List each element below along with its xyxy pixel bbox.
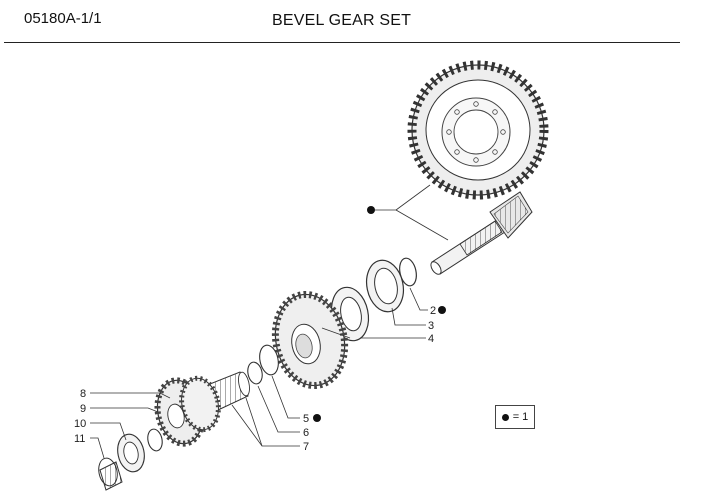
callout-6: 6: [303, 427, 309, 439]
header-divider: [4, 42, 680, 43]
callout-3: 3: [428, 320, 434, 332]
spacer-ring: [247, 361, 263, 385]
callout-2-dot: [438, 306, 446, 314]
callout-5: 5: [303, 413, 309, 425]
leader-lines-right: [321, 287, 428, 339]
callout-7: 7: [303, 441, 309, 453]
thrust-washer: [259, 344, 279, 376]
callout-2: 2: [430, 305, 436, 317]
crown-pinion-callout: [367, 184, 449, 241]
leader-lines-left: [90, 392, 171, 459]
callout-8: 8: [80, 388, 86, 400]
legend-text: = 1: [512, 411, 529, 423]
callout-9: 9: [80, 403, 86, 415]
callout-4: 4: [428, 333, 434, 345]
page-title: BEVEL GEAR SET: [272, 12, 412, 29]
splined-hub: [98, 457, 123, 491]
legend-dot-icon: [501, 413, 509, 421]
driven-gear: [271, 290, 349, 390]
gear-cluster: [154, 375, 221, 447]
legend-box: = 1: [495, 405, 535, 429]
leader-lines-middle: [231, 375, 300, 447]
small-bearing: [117, 433, 145, 473]
drawing-code: 05180A-1/1: [24, 10, 102, 27]
pinion-shaft: [430, 191, 533, 275]
callout-11: 11: [74, 433, 85, 445]
retaining-ring: [147, 428, 163, 452]
bearing-cup: [365, 259, 405, 313]
callout-10: 10: [74, 418, 86, 430]
callout-5-dot: [313, 414, 321, 422]
crown-gear: [407, 60, 549, 200]
